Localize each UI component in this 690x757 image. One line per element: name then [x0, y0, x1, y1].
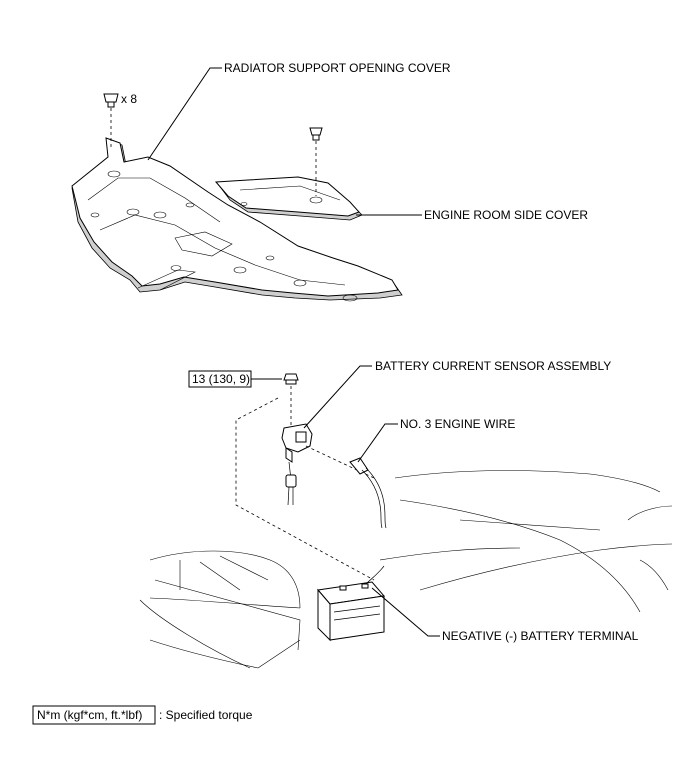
engine-cover-clip-icon [309, 127, 323, 141]
nut-icon [283, 373, 299, 385]
engine-wire-label: NO. 3 ENGINE WIRE [400, 417, 515, 431]
engine-room-side-cover [214, 176, 363, 221]
torque-value: 13 (130, 9) [192, 372, 250, 386]
radiator-support-opening-cover [71, 137, 403, 302]
battery [317, 565, 385, 642]
radiator-cover-label: RADIATOR SUPPORT OPENING COVER [224, 61, 451, 75]
legend-units: N*m (kgf*cm, ft.*lbf) [37, 708, 142, 722]
clip-icon [103, 93, 119, 108]
neg-terminal-leader [371, 587, 440, 637]
sensor-label: BATTERY CURRENT SENSOR ASSEMBLY [375, 359, 611, 373]
vehicle-body-outline [139, 470, 673, 669]
battery-current-sensor [281, 423, 313, 506]
neg-terminal-label: NEGATIVE (-) BATTERY TERMINAL [442, 629, 639, 643]
sensor-bracket-dashed [235, 397, 375, 581]
sensor-leader [303, 365, 372, 429]
no3-engine-wire [349, 457, 387, 529]
radiator-cover-leader [147, 67, 222, 161]
clip-qty-label: x 8 [121, 92, 137, 106]
legend-description: : Specified torque [159, 708, 253, 722]
sensor-leader-dashed [305, 445, 375, 479]
engine-wire-leader [357, 423, 398, 463]
engine-cover-label: ENGINE ROOM SIDE COVER [424, 208, 588, 222]
legend-box [32, 705, 156, 725]
